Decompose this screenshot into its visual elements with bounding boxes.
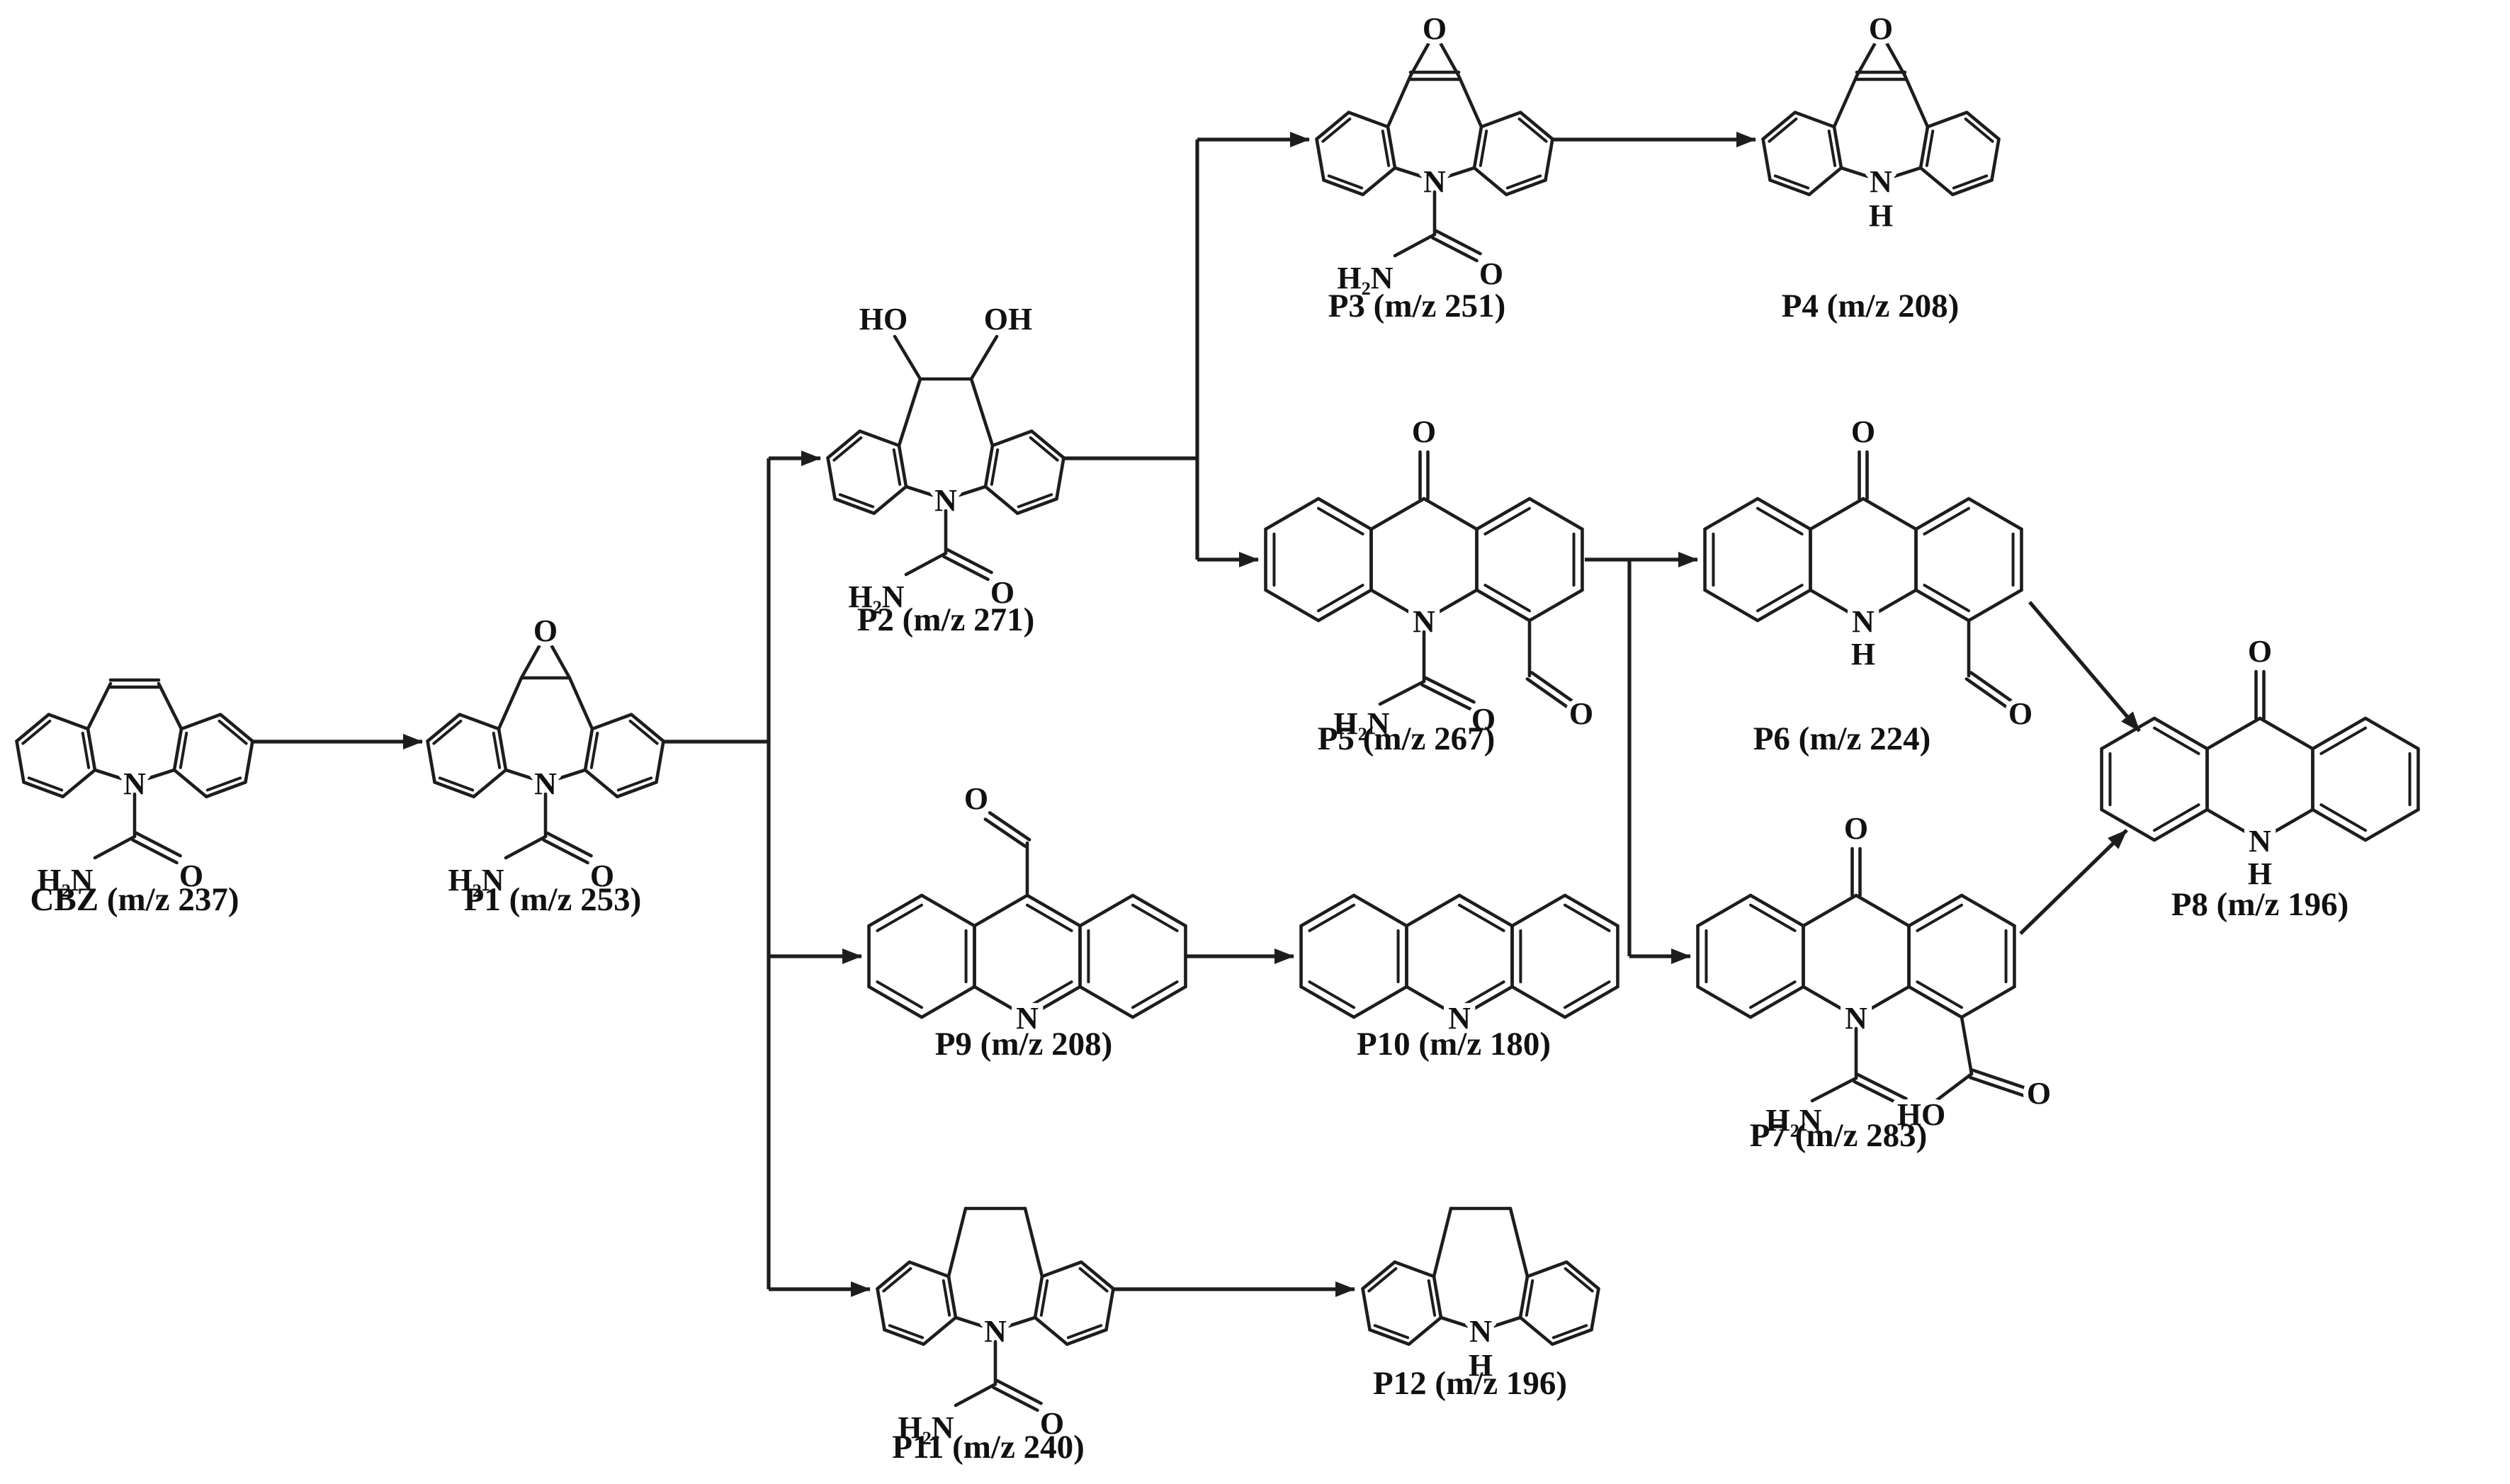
atom-O-label: O (1479, 256, 1503, 291)
atom-O-label: O (1904, 1099, 1928, 1133)
atom-N-label: N (1413, 604, 1435, 639)
atom-N-label: N (1845, 1001, 1867, 1036)
molecule-p6: O NH O P6 (m/z 224) (1703, 409, 2037, 757)
atom-H2N-label: H₂N (448, 863, 504, 897)
molecule-label-p1: P1 (m/z 253) (464, 881, 642, 918)
atom-O-label: O (179, 859, 203, 893)
atom-O-label: O (2027, 1076, 2051, 1111)
molecule-label-p2: P2 (m/z 271) (857, 601, 1035, 638)
reaction-arrow-p6-to-p8 (2028, 601, 2141, 732)
molecule-label-cbz: CBZ (m/z 237) (30, 881, 239, 918)
molecule-label-p8: P8 (m/z 196) (2171, 886, 2349, 923)
atom-N-label: N (1870, 164, 1892, 199)
atom-O-label: O (533, 613, 558, 648)
atom-H2N-label: H₂N (848, 579, 904, 614)
atom-O-label: O (590, 859, 614, 893)
atom-O-label: O (1423, 11, 1447, 46)
atom-HO-label: HO (1897, 1097, 1945, 1132)
atom-H2N-label: H₂N (1337, 261, 1393, 295)
arrow-layer (252, 132, 2141, 1297)
molecule-p4: O NH P4 (m/z 208) (1761, 6, 2001, 324)
molecule-label-p5: P5 (m/z 267) (1318, 720, 1496, 757)
atom-OH-label: OH (984, 302, 1032, 336)
atom-N-label: N (1852, 604, 1875, 639)
atom-H2N-label: H₂N (898, 1410, 954, 1445)
molecule-label-p6: P6 (m/z 224) (1753, 720, 1931, 757)
atom-N-label: N (1448, 1001, 1471, 1036)
atom-N-label: N (2249, 824, 2271, 859)
atom-O-label: O (1844, 811, 1868, 846)
atom-H-label: H (1851, 637, 1875, 672)
molecule-label-p7: P7 (m/z 283) (1750, 1117, 1928, 1154)
atom-H-label: H (2248, 856, 2272, 891)
molecule-label-p9: P9 (m/z 208) (935, 1026, 1113, 1063)
molecule-label-p3: P3 (m/z 251) (1328, 288, 1506, 324)
atom-O-label: O (2008, 696, 2033, 731)
atom-H2N-label: H₂N (1333, 706, 1389, 741)
atom-N-label: N (1469, 1314, 1492, 1349)
atom-H2N-label: H₂N (37, 863, 93, 897)
atom-O-label: O (1412, 414, 1436, 449)
atom-H2N-label: H₂N (1765, 1103, 1821, 1138)
atom-H-label: H (1869, 198, 1893, 233)
molecule-label-p10: P10 (m/z 180) (1357, 1026, 1551, 1063)
atom-O-label: O (1040, 1406, 1064, 1441)
atom-O-label: O (1569, 696, 1593, 731)
molecule-label-p11: P11 (m/z 240) (892, 1429, 1085, 1466)
atom-N-label: N (1016, 1001, 1039, 1036)
molecule-p9: N O P9 (m/z 208) (867, 776, 1187, 1063)
atom-O-label: O (1471, 702, 1496, 737)
atom-O-label: O (964, 781, 988, 816)
atom-O-label: O (2248, 634, 2272, 669)
atom-HO-label: HO (859, 302, 908, 336)
atom-H-label: H (1469, 1348, 1493, 1383)
atom-O-label: O (1851, 414, 1875, 449)
atom-N-label: N (984, 1314, 1007, 1349)
molecule-label-p12: P12 (m/z 196) (1373, 1365, 1567, 1402)
molecule-label-p4: P4 (m/z 208) (1782, 288, 1960, 324)
atom-O-label: O (990, 575, 1014, 610)
atom-O-label: O (1869, 11, 1893, 46)
reaction-arrow-p7-to-p8 (2019, 829, 2128, 935)
